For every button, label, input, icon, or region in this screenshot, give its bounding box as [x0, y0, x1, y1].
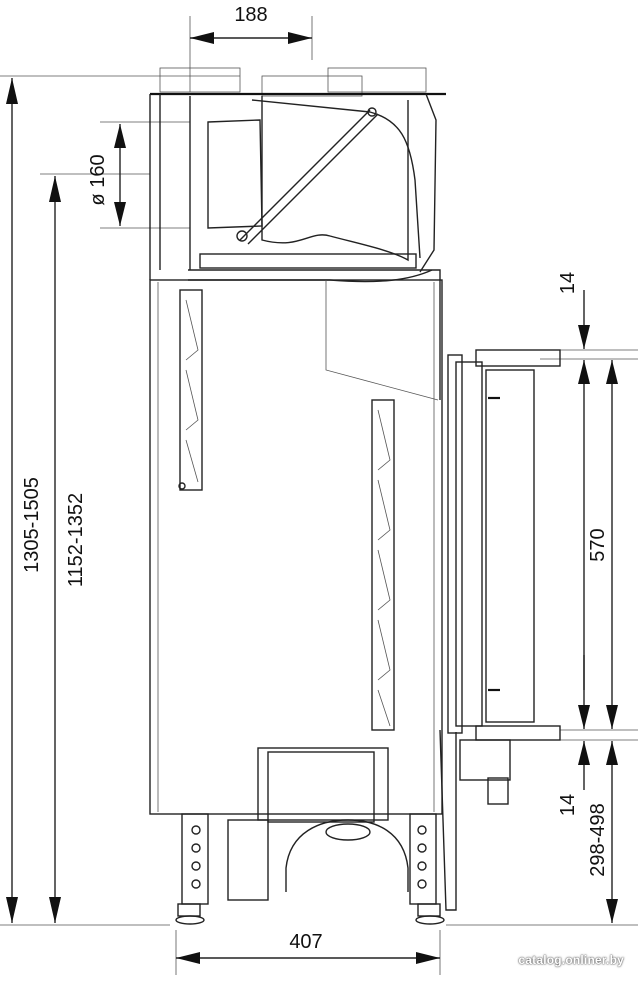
dimension-body-height-label: 1152-1352	[65, 493, 87, 587]
fireplace-body	[149, 67, 561, 925]
watermark-text: catalog.onliner.by	[518, 953, 624, 967]
dimension-depth: 407	[175, 930, 441, 975]
dimension-right-group: 14 570 14 298-498	[446, 272, 638, 926]
dimension-depth-label: 407	[289, 931, 322, 953]
dimension-overall-height: 1305-1505	[0, 75, 240, 926]
dimension-door-bottom-label: 298-498	[587, 803, 609, 876]
dimension-door-height-label: 570	[587, 528, 609, 561]
dimension-bottom-gap-label: 14	[557, 794, 579, 816]
dimension-top-width-label: 188	[234, 4, 267, 26]
dimension-top-gap-label: 14	[557, 272, 579, 294]
dimension-overall-height-label: 1305-1505	[21, 477, 43, 573]
dimension-flue-diameter: ø 160	[87, 121, 190, 229]
dimension-flue-diameter-label: ø 160	[87, 154, 109, 205]
dimension-top-width: 188	[189, 4, 313, 92]
dimension-body-height: 1152-1352	[40, 173, 150, 923]
